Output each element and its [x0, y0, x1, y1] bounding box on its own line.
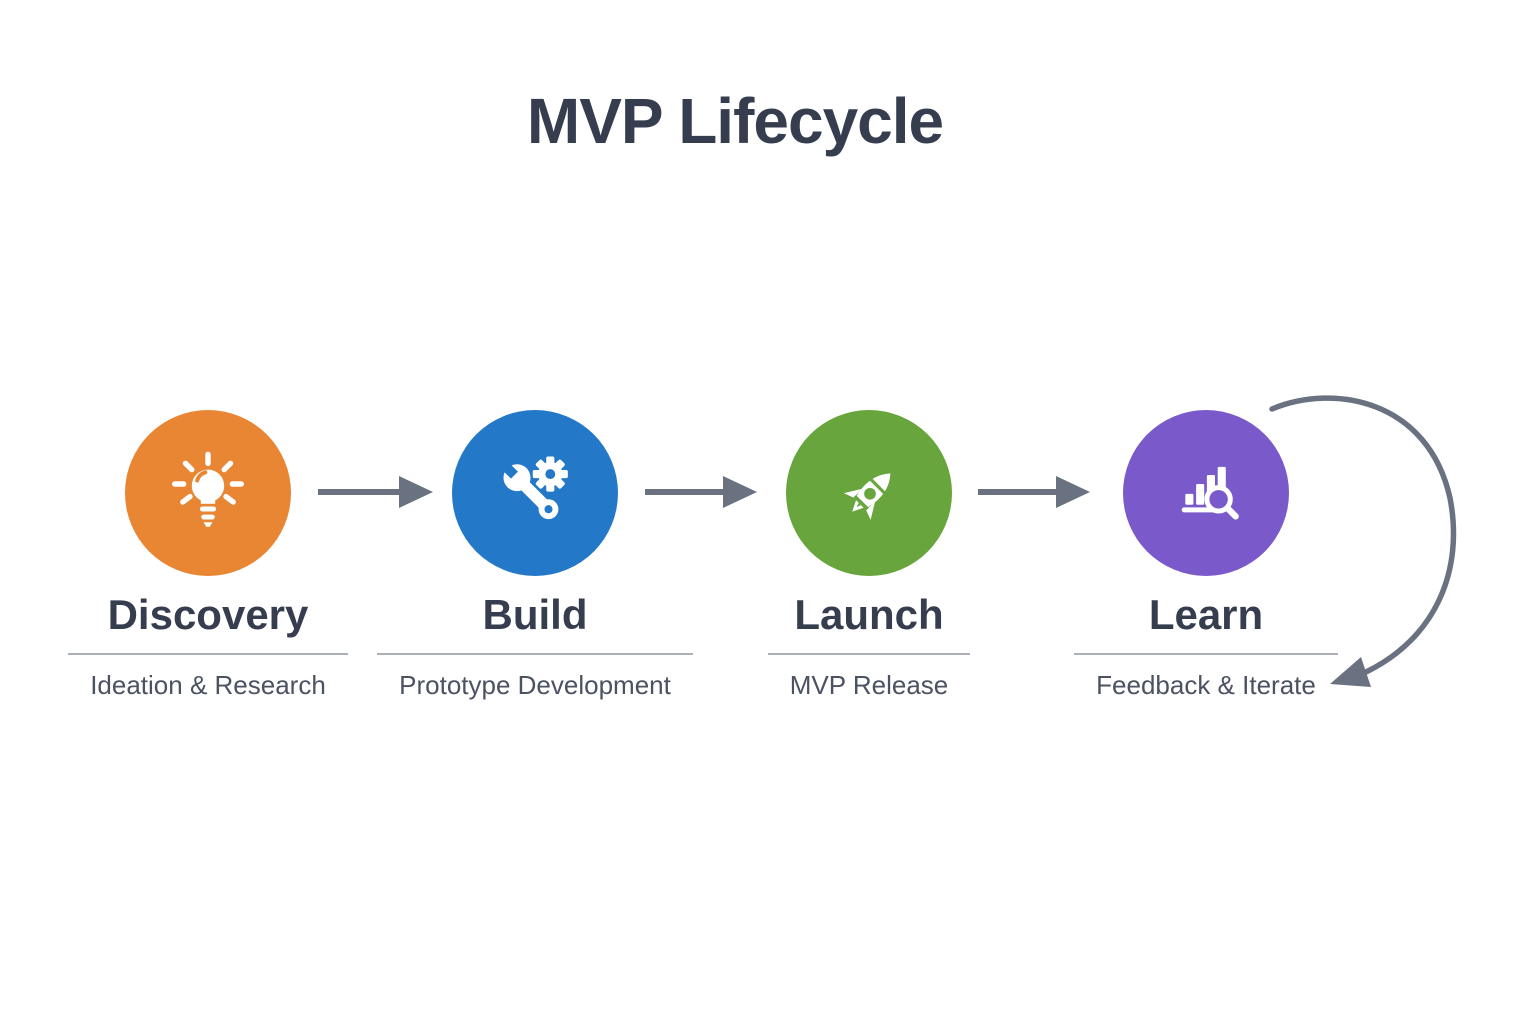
stage-launch-subtitle: MVP Release — [789, 670, 949, 701]
stage-build-footer: Prototype Development — [377, 653, 693, 701]
stage-launch-label: Launch — [794, 591, 944, 638]
stage-discovery-footer: Ideation & Research — [68, 653, 348, 701]
stage-build-subtitle: Prototype Development — [399, 670, 671, 701]
diagram-title: MVP Lifecycle — [526, 85, 944, 157]
stage-discovery-label: Discovery — [107, 591, 309, 638]
separator-line — [377, 653, 693, 656]
stage-learn-footer: Feedback & Iterate — [1074, 653, 1338, 701]
stage-learn-subtitle: Feedback & Iterate — [1096, 670, 1316, 701]
separator-line — [1074, 653, 1338, 656]
stage-launch-circle — [786, 410, 952, 576]
wrench-gear-icon — [500, 456, 568, 520]
stage-discovery-subtitle: Ideation & Research — [90, 670, 326, 701]
rocket-icon — [843, 473, 891, 520]
analytics-magnifier-icon — [1181, 466, 1239, 520]
stage-build-circle — [452, 410, 618, 576]
stage-learn-label: Learn — [1148, 591, 1264, 638]
separator-line — [767, 653, 971, 656]
stage-launch-footer: MVP Release — [767, 653, 971, 701]
stage-launch: Launch MVP Release — [719, 410, 1019, 701]
stage-build: Build Prototype Development — [377, 410, 693, 701]
stage-learn: Learn Feedback & Iterate — [1056, 410, 1356, 701]
stage-learn-circle — [1123, 410, 1289, 576]
lightbulb-icon — [172, 451, 244, 527]
separator-line — [68, 653, 348, 656]
stage-discovery: Discovery Ideation & Research — [58, 410, 358, 701]
stage-build-label: Build — [482, 591, 588, 638]
stage-discovery-circle — [125, 410, 291, 576]
